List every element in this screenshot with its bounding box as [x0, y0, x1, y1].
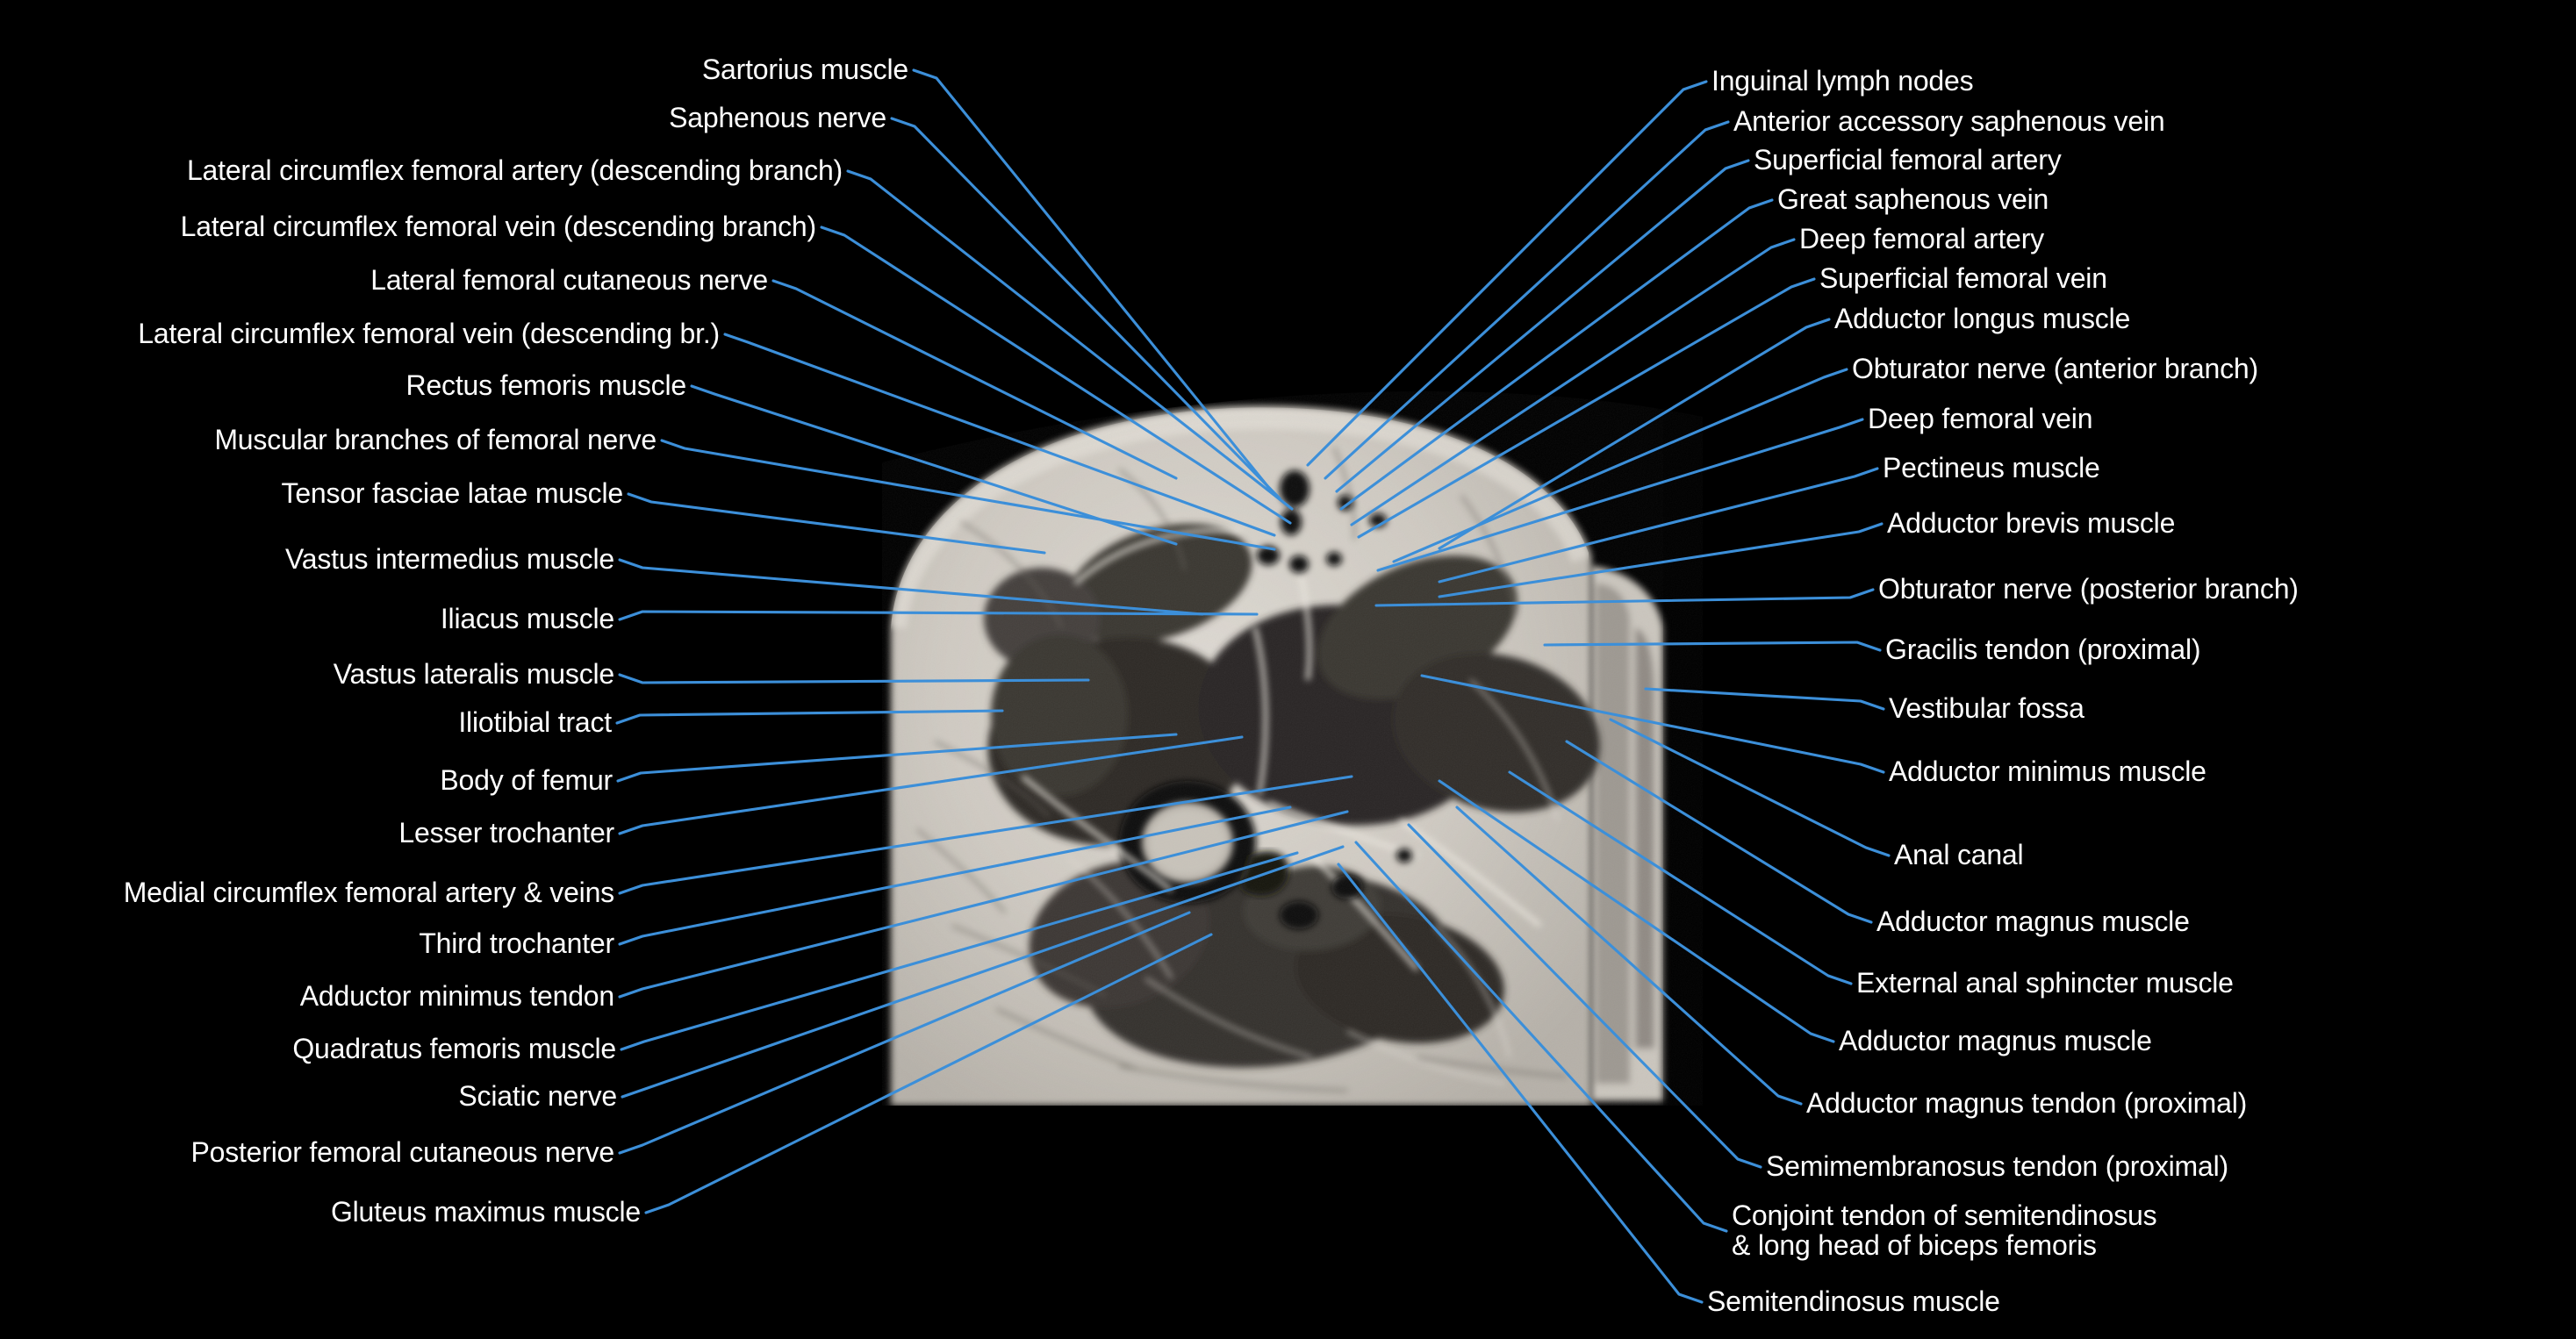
anatomy-label-gracilis-tendon-proximal: Gracilis tendon (proximal)	[1885, 634, 2201, 666]
anatomy-label-deep-femoral-artery: Deep femoral artery	[1799, 223, 2044, 255]
anatomy-label-superficial-femoral-vein: Superficial femoral vein	[1819, 262, 2107, 295]
anatomy-label-adductor-magnus-muscle: Adductor magnus muscle	[1876, 906, 2190, 938]
anatomy-label-obturator-nerve-posterior-branch: Obturator nerve (posterior branch)	[1878, 573, 2299, 605]
anatomy-label-conjoint-tendon-of-semitendinosus-long-head-of-biceps-femori: Conjoint tendon of semitendinosus & long…	[1732, 1199, 2157, 1261]
anatomy-label-sciatic-nerve: Sciatic nerve	[458, 1080, 617, 1113]
anatomy-label-semimembranosus-tendon-proximal: Semimembranosus tendon (proximal)	[1766, 1150, 2228, 1183]
anatomy-label-vastus-intermedius-muscle: Vastus intermedius muscle	[284, 543, 614, 576]
anatomy-label-external-anal-sphincter-muscle: External anal sphincter muscle	[1856, 967, 2234, 999]
anatomy-label-iliotibial-tract: Iliotibial tract	[458, 706, 612, 739]
anatomy-label-adductor-magnus-muscle: Adductor magnus muscle	[1839, 1025, 2152, 1057]
anatomy-label-adductor-minimus-tendon: Adductor minimus tendon	[299, 980, 614, 1013]
anatomy-label-lateral-femoral-cutaneous-nerve: Lateral femoral cutaneous nerve	[370, 264, 768, 297]
anatomy-label-pectineus-muscle: Pectineus muscle	[1883, 452, 2100, 484]
anatomy-label-obturator-nerve-anterior-branch: Obturator nerve (anterior branch)	[1852, 353, 2258, 385]
anatomy-label-lesser-trochanter: Lesser trochanter	[398, 817, 614, 849]
mri-slice-graphic	[856, 364, 1703, 1129]
anatomy-label-posterior-femoral-cutaneous-nerve: Posterior femoral cutaneous nerve	[190, 1136, 614, 1169]
anatomy-label-anterior-accessory-saphenous-vein: Anterior accessory saphenous vein	[1733, 105, 2165, 138]
anatomy-label-vastus-lateralis-muscle: Vastus lateralis muscle	[333, 658, 614, 691]
anatomy-label-muscular-branches-of-femoral-nerve: Muscular branches of femoral nerve	[214, 424, 657, 456]
anatomy-label-saphenous-nerve: Saphenous nerve	[669, 102, 886, 134]
anatomy-label-third-trochanter: Third trochanter	[419, 927, 614, 960]
anatomy-label-lateral-circumflex-femoral-artery-descending-branch: Lateral circumflex femoral artery (desce…	[186, 154, 843, 187]
anatomy-label-adductor-longus-muscle: Adductor longus muscle	[1834, 303, 2131, 335]
anatomy-label-inguinal-lymph-nodes: Inguinal lymph nodes	[1711, 65, 1974, 97]
mri-slice-image	[856, 364, 1703, 1129]
anatomy-label-sartorius-muscle: Sartorius muscle	[701, 54, 908, 86]
anatomy-label-deep-femoral-vein: Deep femoral vein	[1868, 403, 2093, 435]
anatomy-label-lateral-circumflex-femoral-vein-descending-br: Lateral circumflex femoral vein (descend…	[138, 318, 720, 350]
anatomy-label-medial-circumflex-femoral-artery-veins: Medial circumflex femoral artery & veins	[123, 877, 614, 909]
anatomy-label-anal-canal: Anal canal	[1894, 839, 2024, 871]
anatomy-label-adductor-magnus-tendon-proximal: Adductor magnus tendon (proximal)	[1806, 1087, 2248, 1120]
anatomy-label-rectus-femoris-muscle: Rectus femoris muscle	[405, 369, 687, 402]
anatomy-label-iliacus-muscle: Iliacus muscle	[440, 603, 614, 635]
anatomy-label-adductor-minimus-muscle: Adductor minimus muscle	[1889, 755, 2206, 788]
anatomy-label-vestibular-fossa: Vestibular fossa	[1889, 692, 2084, 725]
anatomy-label-tensor-fasciae-latae-muscle: Tensor fasciae latae muscle	[281, 477, 624, 510]
anatomy-label-body-of-femur: Body of femur	[440, 764, 613, 797]
anatomy-label-lateral-circumflex-femoral-vein-descending-branch: Lateral circumflex femoral vein (descend…	[180, 211, 817, 243]
anatomy-label-great-saphenous-vein: Great saphenous vein	[1777, 183, 2049, 216]
anatomy-label-superficial-femoral-artery: Superficial femoral artery	[1754, 144, 2062, 176]
anatomy-label-semitendinosus-muscle: Semitendinosus muscle	[1707, 1285, 2000, 1318]
anatomy-label-gluteus-maximus-muscle: Gluteus maximus muscle	[330, 1196, 641, 1228]
anatomy-label-quadratus-femoris-muscle: Quadratus femoris muscle	[292, 1033, 616, 1065]
anatomy-label-adductor-brevis-muscle: Adductor brevis muscle	[1887, 507, 2176, 540]
